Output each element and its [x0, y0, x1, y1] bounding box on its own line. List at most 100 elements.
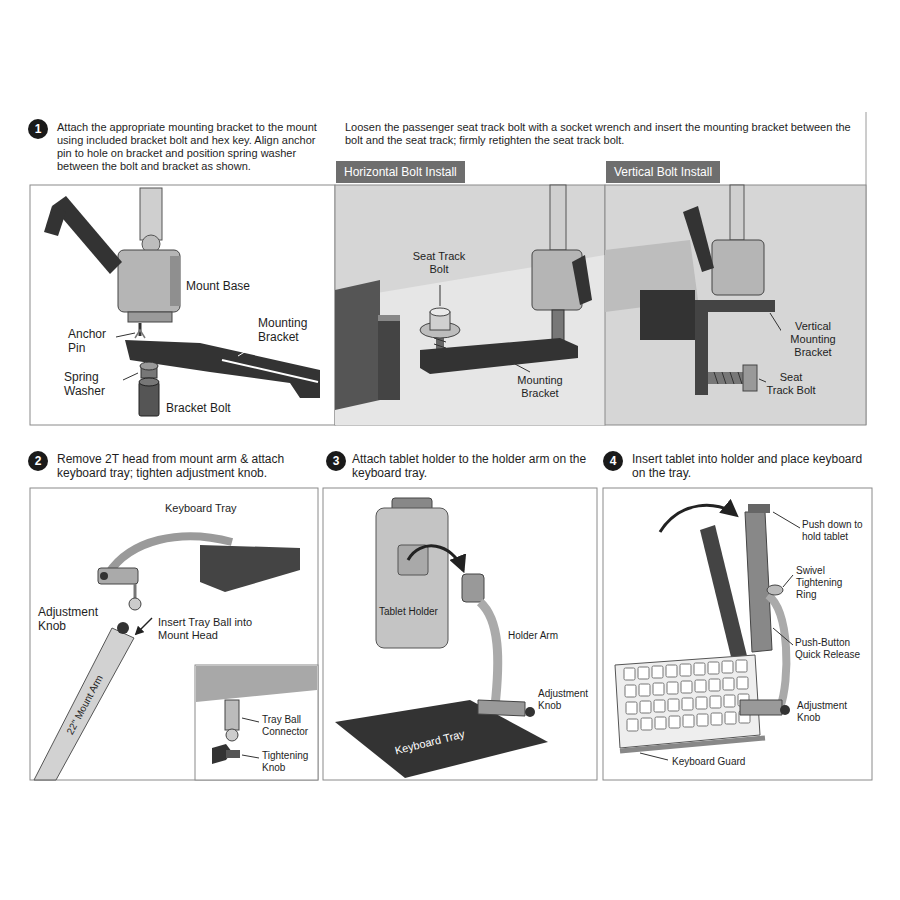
step-instruction: Remove 2T head from mount arm & attach k… [57, 452, 319, 480]
illustration-part [376, 508, 448, 648]
part-label: Push down to hold tablet [802, 519, 868, 543]
illustration-part [603, 488, 872, 780]
part-label: Tablet Holder [379, 606, 445, 618]
tablet-insert-figure [603, 488, 872, 780]
illustration-part [605, 185, 866, 425]
illustration-part [140, 188, 162, 240]
step-number-badge: 3 [326, 451, 346, 471]
part-label: Keyboard Guard [672, 756, 762, 768]
illustration-part [552, 310, 564, 342]
part-label: Seat Track Bolt [766, 371, 816, 397]
illustration-part [129, 598, 141, 610]
illustration-part [323, 488, 597, 780]
illustration-part [640, 701, 651, 713]
illustration-part [480, 602, 498, 706]
illustration-part [722, 661, 733, 673]
illustration-part [654, 700, 665, 712]
illustration-part [695, 680, 706, 692]
illustration-part [139, 378, 159, 386]
step-instruction: Attach tablet holder to the holder arm o… [352, 452, 594, 480]
illustration-part [723, 678, 734, 690]
illustration-part [222, 360, 318, 382]
illustration-part [725, 712, 736, 724]
illustration-part [681, 681, 692, 693]
illustration-part [780, 705, 790, 715]
illustration-part [44, 206, 66, 236]
illustration-part [639, 684, 650, 696]
illustration-part [195, 665, 318, 780]
horizontal-install-figure [335, 185, 605, 425]
illustration-part [730, 185, 744, 240]
bracket-attach-figure [30, 185, 335, 425]
illustration-part [695, 300, 775, 395]
illustration-part [714, 372, 742, 384]
node-text: 3 [333, 454, 340, 468]
illustration-part [682, 698, 693, 710]
illustration-part [550, 185, 566, 250]
illustration-part [783, 575, 793, 587]
illustration-part [462, 574, 484, 602]
illustration-part [140, 362, 158, 370]
install-tab: Horizontal Bolt Install [336, 161, 465, 183]
illustration-part [98, 568, 138, 584]
illustration-part [740, 700, 782, 715]
part-label: Tray Ball Connector [262, 714, 316, 738]
illustration-part [242, 755, 259, 758]
part-label: Swivel Tightening Ring [796, 565, 862, 600]
node-text: 1 [35, 122, 42, 136]
illustration-part [378, 315, 400, 321]
step-number-badge: 4 [603, 451, 623, 471]
illustration-part [694, 663, 705, 675]
part-label: Mount Base [186, 279, 256, 293]
illustration-part [30, 185, 335, 425]
illustration-part [139, 382, 159, 416]
illustration-part [620, 738, 765, 751]
illustration-part [683, 715, 694, 727]
illustration-part [759, 379, 766, 382]
part-label: Keyboard Tray [165, 502, 265, 515]
illustration-part [696, 697, 707, 709]
illustration-part [709, 679, 720, 691]
vertical-install-figure [605, 185, 866, 425]
illustration-part [708, 662, 719, 674]
illustration-part [700, 525, 748, 665]
illustration-part [398, 545, 428, 575]
part-label: Adjustment Knob [38, 605, 110, 633]
illustration-part [200, 545, 300, 592]
illustration-part [655, 717, 666, 729]
illustration-part [745, 512, 772, 652]
illustration-part [683, 206, 714, 272]
illustration-part [624, 668, 635, 680]
illustration-part [335, 280, 380, 410]
illustration-part [335, 700, 548, 778]
illustration-part [667, 682, 678, 694]
part-label: Adjustment Knob [797, 700, 857, 724]
tablet-holder-figure [323, 488, 597, 780]
illustration-part [736, 660, 747, 672]
illustration-part [743, 365, 757, 391]
illustration-part [440, 285, 441, 306]
illustration-part [669, 716, 680, 728]
part-label: Push-Button Quick Release [795, 637, 869, 661]
illustration-part [135, 330, 145, 338]
illustration-part [660, 505, 736, 532]
illustration-part [430, 308, 450, 316]
illustration-part [640, 753, 668, 760]
illustration-part [652, 666, 663, 678]
illustration-part [668, 699, 679, 711]
illustration-part [666, 665, 677, 677]
illustration-part [100, 572, 108, 580]
node-text: 2 [35, 454, 42, 468]
illustration-part [335, 185, 605, 425]
illustration-part [626, 702, 637, 714]
illustration-part [572, 255, 592, 305]
illustration-part [226, 750, 240, 758]
illustration-part [712, 240, 764, 295]
illustration-part [408, 546, 463, 570]
part-label: Seat Track Bolt [410, 250, 468, 276]
illustration-part [638, 667, 649, 679]
illustration-part [226, 729, 238, 741]
node-text: Horizontal Bolt Install [344, 165, 457, 179]
illustration-part [625, 685, 636, 697]
